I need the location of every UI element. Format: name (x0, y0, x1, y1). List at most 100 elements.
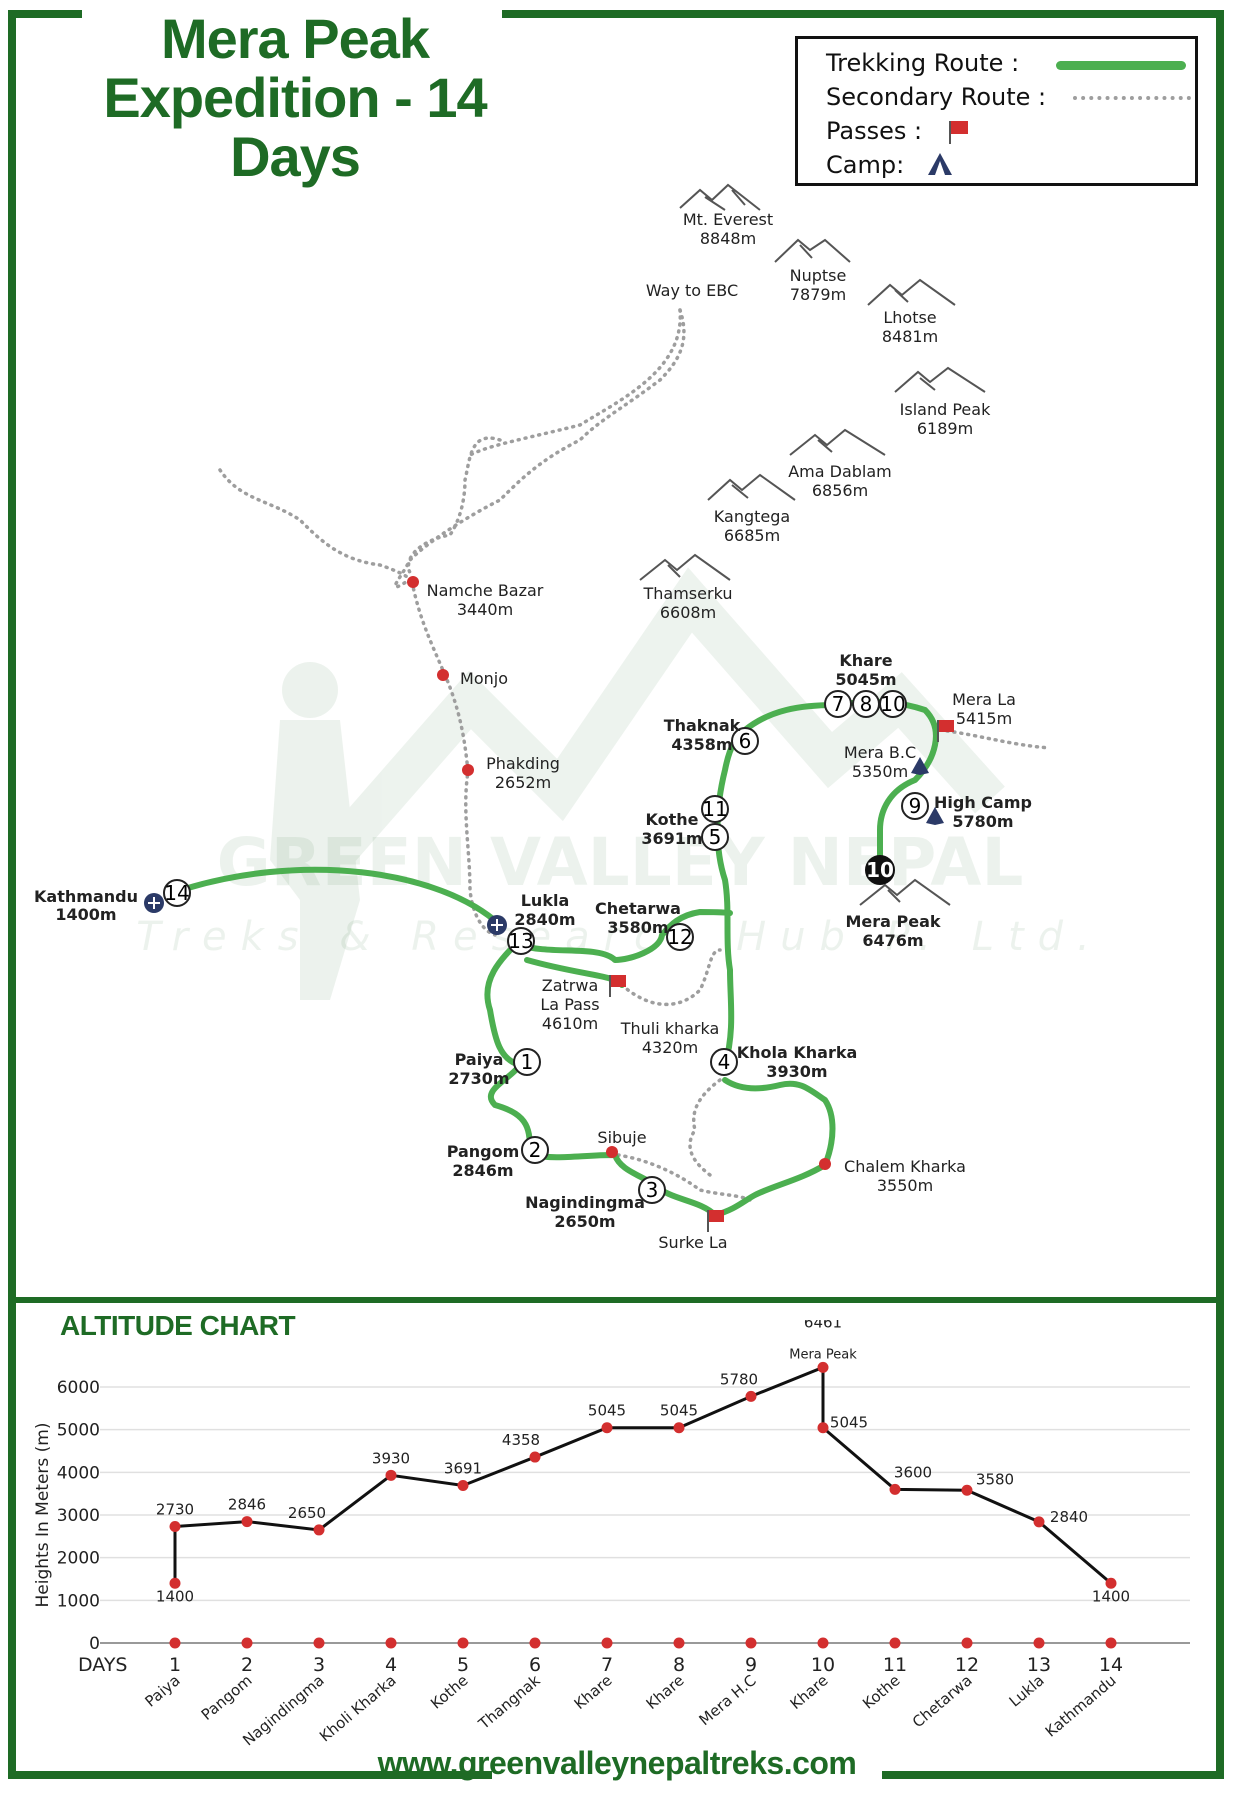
data-point (817, 1422, 829, 1434)
legend-secondary-label: Secondary Route : (826, 83, 1047, 111)
data-point (961, 1484, 973, 1496)
pangom-alt: 2846m (452, 1161, 513, 1180)
data-point (1105, 1577, 1117, 1589)
page-title: Mera Peak Expedition - 14 Days (60, 9, 530, 186)
high-camp-label: High Camp (934, 793, 1032, 812)
khola-kharka-label: Khola Kharka (737, 1043, 858, 1062)
y-tick-label: 1000 (57, 1591, 100, 1611)
day-number: 4 (385, 1654, 397, 1676)
watermark-tagline: Treks & Research Hub P. Ltd. (136, 914, 1104, 960)
phakding-label: Phakding (486, 754, 560, 773)
day-place-label: Mera H.C (695, 1671, 759, 1729)
day-number: 3 (313, 1654, 325, 1676)
day-place-label: Paiya (142, 1671, 184, 1710)
day-marker-label: 7 (832, 692, 845, 716)
pass-flags (609, 720, 954, 1232)
khare-alt: 5045m (835, 670, 896, 689)
day-place-label: Khare (643, 1671, 688, 1713)
camp-icon (928, 153, 952, 175)
place-pins (407, 576, 831, 1170)
surke-la-label: Surke La (658, 1233, 727, 1252)
flag-icon (949, 121, 968, 144)
kothe-alt: 3691m (641, 829, 702, 848)
day-number: 7 (601, 1654, 613, 1676)
frame-right (502, 10, 1224, 1779)
chetarwa-alt: 3580m (607, 918, 668, 937)
day-marker-label: 10 (880, 692, 905, 716)
x-axis-title: DAYS (78, 1654, 128, 1676)
day-axis-dot (889, 1637, 901, 1649)
pangom-label: Pangom (447, 1142, 520, 1161)
data-point (385, 1469, 397, 1481)
day-axis-dot (673, 1637, 685, 1649)
day-axis-dot (745, 1637, 757, 1649)
peak-name: Ama Dablam (788, 462, 892, 481)
zatrwa-label-2: La Pass (540, 995, 599, 1014)
data-label: 5045 (660, 1402, 698, 1420)
peak-name: Mera Peak (845, 912, 940, 931)
day-marker-label: 1 (521, 1050, 534, 1074)
day-marker-label: 2 (529, 1138, 542, 1162)
day-number: 10 (811, 1654, 835, 1676)
y-axis-title: Heights In Meters (m) (33, 1423, 53, 1608)
legend-trekking-label: Trekking Route : (826, 49, 1020, 77)
legend-secondary-swatch (1073, 96, 1191, 100)
data-point (817, 1361, 829, 1373)
day-marker-label: 9 (909, 794, 922, 818)
chart-title: ALTITUDE CHART (60, 1310, 296, 1341)
data-label: 2650 (288, 1504, 326, 1522)
data-point (673, 1422, 685, 1434)
khare-label: Khare (839, 651, 892, 670)
data-label: 1400 (156, 1587, 194, 1605)
kathmandu-label: Kathmandu (34, 887, 138, 906)
day-marker-label: 12 (667, 925, 692, 949)
peak-height: 8481m (882, 327, 938, 346)
data-label: 4358 (502, 1431, 540, 1449)
peak-name: Mt. Everest (683, 210, 773, 229)
day-axis-dot (529, 1637, 541, 1649)
y-tick-label: 3000 (57, 1506, 100, 1526)
data-label: 2730 (156, 1501, 194, 1519)
day-place-label: Kholi Kharka (316, 1671, 400, 1745)
data-point (745, 1390, 757, 1402)
peak-height: 6685m (724, 526, 780, 545)
footer-url[interactable]: www.greenvalleynepaltreks.com (377, 1745, 857, 1781)
day-place-label: Lukla (1006, 1671, 1048, 1710)
peak-name: Thamserku (643, 584, 733, 603)
day-axis-dot (817, 1637, 829, 1649)
mountain-icons (639, 183, 986, 906)
day-number: 8 (673, 1654, 685, 1676)
data-point (241, 1516, 253, 1528)
kothe-label: Kothe (646, 810, 699, 829)
camp-icons (911, 757, 944, 825)
mera-bc-label: Mera B.C (844, 743, 916, 762)
day-place-label: Khare (571, 1671, 616, 1713)
namche-label: Namche Bazar (427, 581, 544, 600)
namche-alt: 3440m (457, 600, 513, 619)
data-point (889, 1483, 901, 1495)
airport-icons (144, 893, 507, 935)
day-number: 12 (955, 1654, 979, 1676)
y-tick-label: 5000 (57, 1421, 100, 1441)
day-marker-label: 6 (739, 729, 752, 753)
zatrwa-label-1: Zatrwa (542, 976, 599, 995)
peak-annotation: Mera Peak (789, 1347, 857, 1362)
day-number: 11 (883, 1654, 907, 1676)
lukla-label: Lukla (521, 891, 570, 910)
thaknak-label: Thaknak (664, 716, 741, 735)
day-axis-dot (457, 1637, 469, 1649)
day-place-label: Kothe (859, 1671, 903, 1712)
phakding-alt: 2652m (495, 773, 551, 792)
nagindingma-label: Nagindingma (525, 1193, 645, 1212)
thaknak-alt: 4358m (671, 735, 732, 754)
day-marker-label: 13 (508, 929, 533, 953)
y-tick-label: 4000 (57, 1463, 100, 1483)
data-label: 3580 (976, 1470, 1014, 1488)
day-number: 6 (529, 1654, 541, 1676)
day-axis-dot (961, 1637, 973, 1649)
thuli-label: Thuli kharka (620, 1019, 720, 1038)
day-place-label: Khare (787, 1671, 832, 1713)
legend-trekking-swatch (1056, 61, 1186, 70)
